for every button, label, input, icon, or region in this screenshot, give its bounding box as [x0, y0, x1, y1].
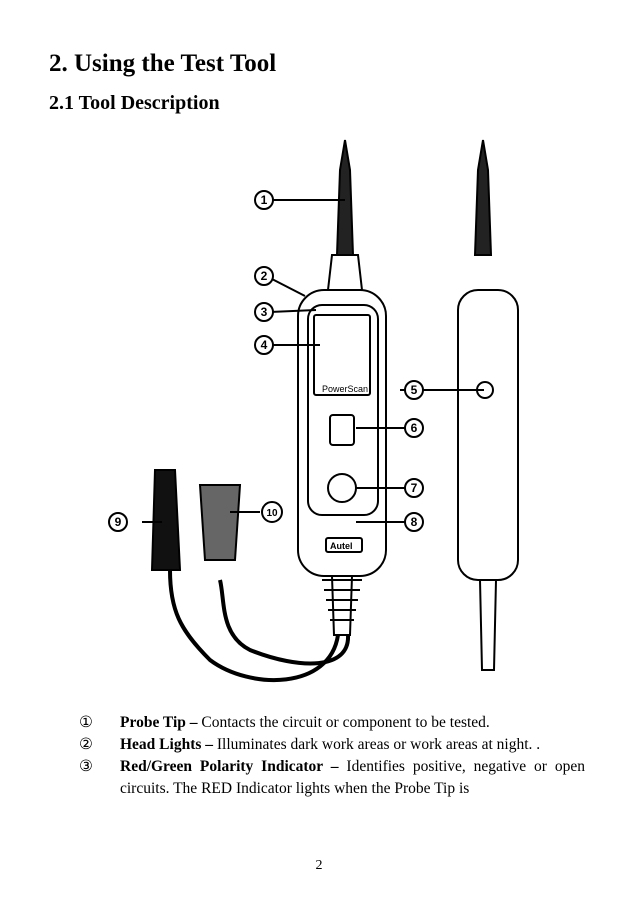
svg-text:1: 1: [261, 193, 268, 207]
section-title: 2. Using the Test Tool: [49, 50, 277, 77]
svg-text:7: 7: [411, 481, 418, 495]
svg-text:2: 2: [261, 269, 268, 283]
probe-tip: [335, 139, 355, 256]
svg-text:5: 5: [411, 383, 418, 397]
callout-1: 1: [254, 190, 274, 210]
callout-10: 10: [261, 501, 283, 523]
button-7: [327, 473, 357, 503]
tool-diagram: PowerScan Autel 1 2: [108, 139, 519, 683]
alligator-clip: [150, 469, 182, 571]
subsection-title: 2.1 Tool Description: [49, 92, 220, 114]
page-number: 2: [315, 858, 323, 873]
svg-text:10: 10: [266, 508, 278, 519]
svg-text:8: 8: [411, 515, 418, 529]
description-list: ① Probe Tip – Contacts the circuit or co…: [79, 712, 585, 800]
callout-5: 5: [404, 380, 424, 400]
callout-2: 2: [254, 266, 274, 286]
list-item: ② Head Lights – Illuminates dark work ar…: [79, 736, 541, 753]
list-item: ③ Red/Green Polarity Indicator – Identif…: [79, 758, 585, 797]
callout-8: 8: [404, 512, 424, 532]
callout-7: 7: [404, 478, 424, 498]
callout-3: 3: [254, 302, 274, 322]
svg-text:Autel: Autel: [330, 541, 353, 551]
callout-4: 4: [254, 335, 274, 355]
svg-text:6: 6: [411, 421, 418, 435]
svg-text:4: 4: [261, 338, 268, 352]
callout-9: 9: [108, 512, 128, 532]
display-screen: [313, 314, 371, 396]
powerscan-label: PowerScan: [322, 384, 368, 394]
svg-text:9: 9: [115, 515, 122, 529]
svg-text:3: 3: [261, 305, 268, 319]
list-item: ① Probe Tip – Contacts the circuit or co…: [79, 714, 490, 731]
callout-6: 6: [404, 418, 424, 438]
